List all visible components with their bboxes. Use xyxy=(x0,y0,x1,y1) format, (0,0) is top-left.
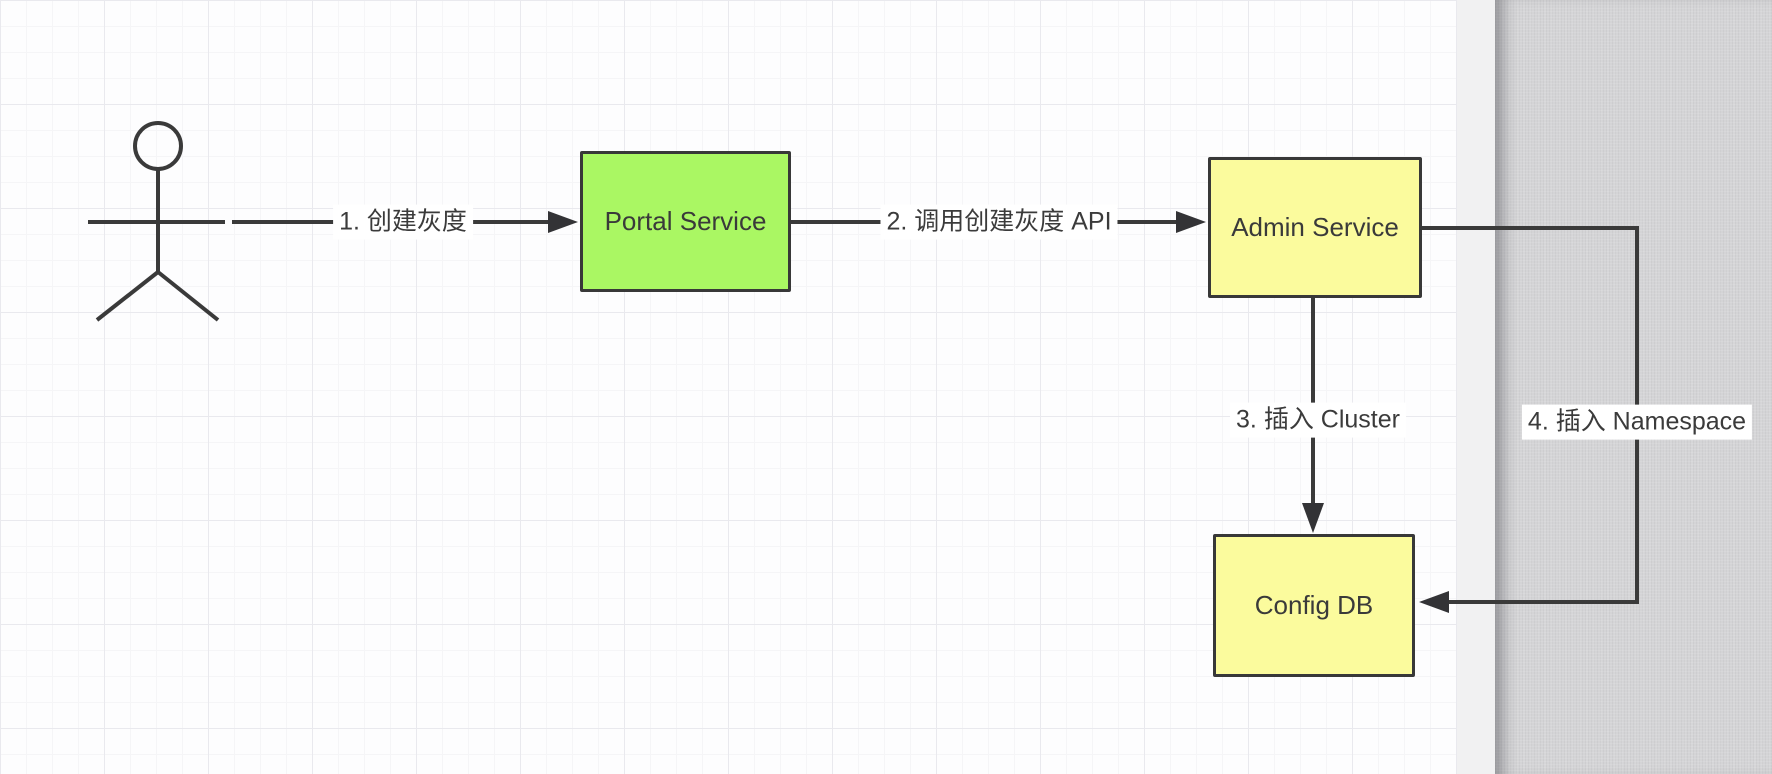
connector-label-step-1[interactable]: 1. 创建灰度 xyxy=(333,204,473,240)
actor-icon[interactable] xyxy=(88,121,225,322)
connector-step-3[interactable] xyxy=(1302,298,1324,533)
canvas-page-edge xyxy=(1457,0,1495,774)
arrowhead-icon xyxy=(1176,211,1206,233)
node-portal-service[interactable]: Portal Service xyxy=(580,151,791,292)
node-label: Config DB xyxy=(1254,590,1374,620)
node-config-db[interactable]: Config DB xyxy=(1213,534,1415,677)
arrowhead-icon xyxy=(1419,591,1449,613)
actor-left-leg xyxy=(95,270,160,322)
node-admin-service[interactable]: Admin Service xyxy=(1208,157,1422,298)
arrowhead-icon xyxy=(1302,503,1324,533)
node-label: Portal Service xyxy=(604,206,767,236)
actor-right-leg xyxy=(156,270,220,322)
node-label: Admin Service xyxy=(1231,212,1399,242)
connector-label-step-2[interactable]: 2. 调用创建灰度 API xyxy=(880,204,1118,240)
connector-label-step-3[interactable]: 3. 插入 Cluster xyxy=(1230,402,1406,438)
workspace-background xyxy=(1495,0,1772,774)
diagram-canvas[interactable] xyxy=(0,0,1457,774)
connector-label-step-4[interactable]: 4. 插入 Namespace xyxy=(1521,404,1753,440)
actor-head xyxy=(133,121,183,171)
arrowhead-icon xyxy=(548,211,578,233)
